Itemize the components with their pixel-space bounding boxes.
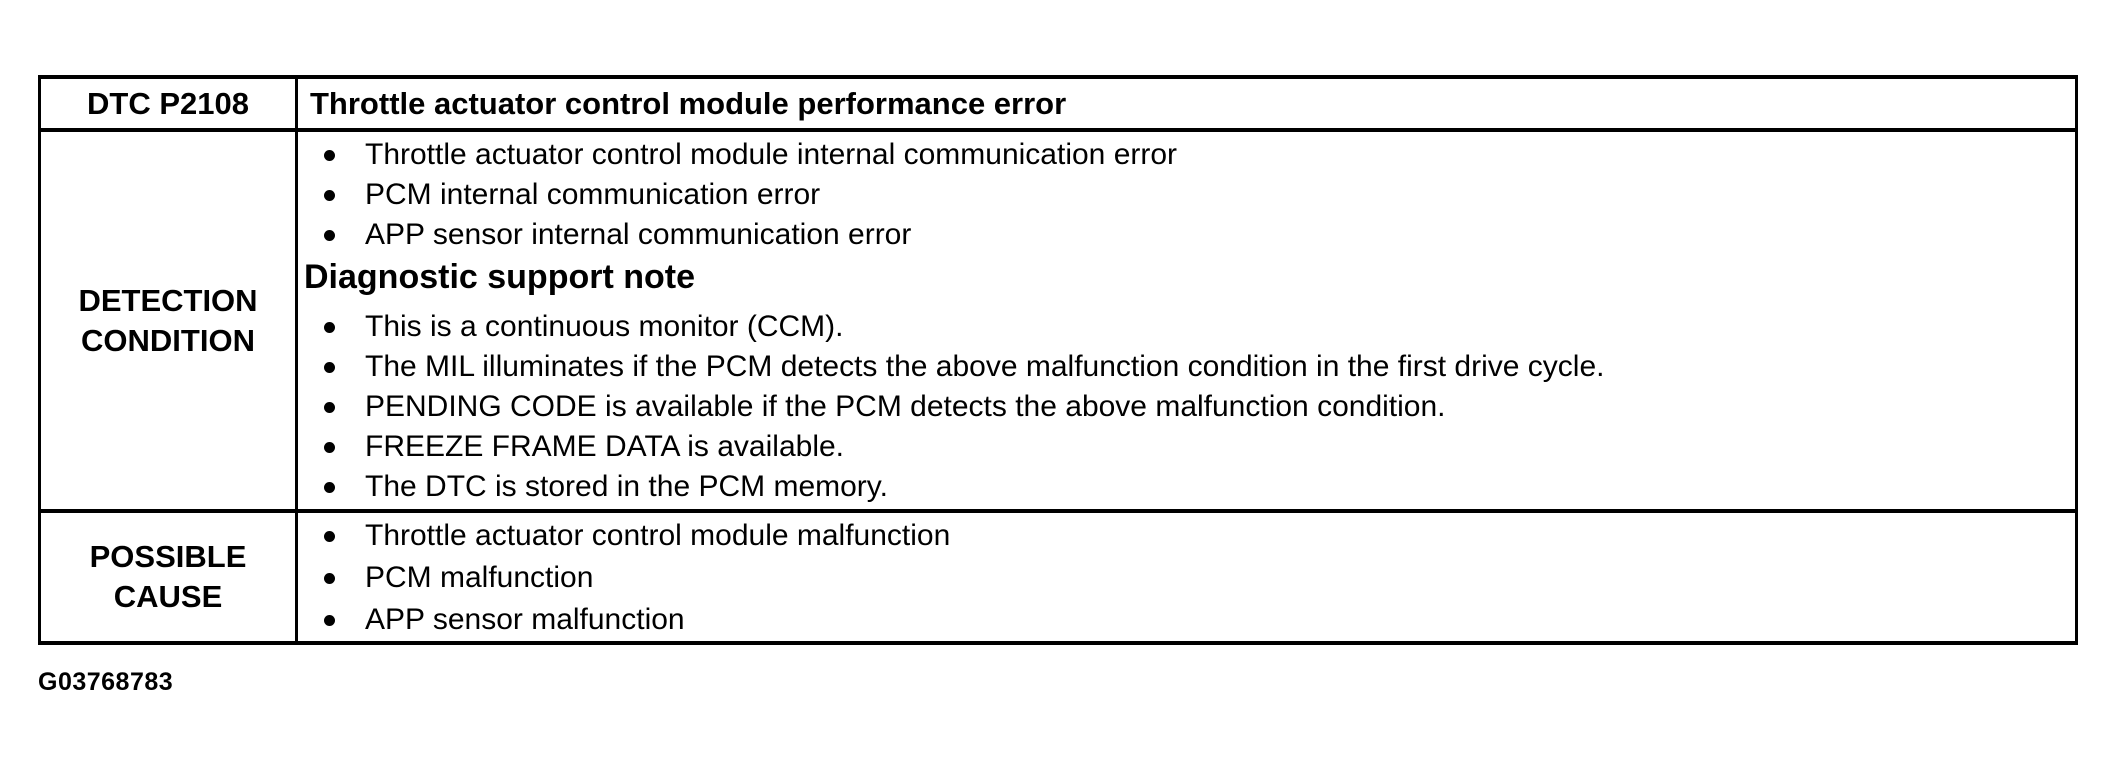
possible-cause-content: Throttle actuator control module malfunc…: [298, 513, 2075, 641]
dtc-title: Throttle actuator control module perform…: [310, 85, 1067, 121]
bullet-item: PCM malfunction: [298, 557, 2075, 599]
bullet-item: This is a continuous monitor (CCM).: [298, 307, 2075, 347]
bullet-item: PENDING CODE is available if the PCM det…: [298, 387, 2075, 427]
possible-cause-row: POSSIBLE CAUSE Throttle actuator control…: [41, 513, 2075, 641]
dtc-title-cell: Throttle actuator control module perform…: [298, 79, 2075, 128]
detection-bullets-top: Throttle actuator control module interna…: [298, 135, 2075, 255]
figure-id: G03768783: [38, 668, 174, 696]
detection-bullets-bottom: This is a continuous monitor (CCM). The …: [298, 307, 2075, 507]
dtc-table: DTC P2108 Throttle actuator control modu…: [38, 75, 2078, 645]
cause-label-line1: POSSIBLE: [89, 539, 247, 574]
bullet-item: FREEZE FRAME DATA is available.: [298, 427, 2075, 467]
diagnostic-support-note-heading: Diagnostic support note: [304, 258, 695, 296]
dtc-header-row: DTC P2108 Throttle actuator control modu…: [41, 79, 2075, 132]
detection-condition-content: Throttle actuator control module interna…: [298, 132, 2075, 509]
bullet-item: The MIL illuminates if the PCM detects t…: [298, 347, 2075, 387]
bullet-item: PCM internal communication error: [298, 175, 2075, 215]
possible-cause-label: POSSIBLE CAUSE: [41, 513, 298, 641]
bullet-item: The DTC is stored in the PCM memory.: [298, 467, 2075, 507]
bullet-item: APP sensor malfunction: [298, 599, 2075, 641]
bullet-item: Throttle actuator control module malfunc…: [298, 515, 2075, 557]
detection-condition-label: DETECTION CONDITION: [41, 132, 298, 509]
detection-label-line1: DETECTION: [78, 282, 258, 318]
cause-label-line2: CAUSE: [113, 579, 223, 614]
bullet-item: Throttle actuator control module interna…: [298, 135, 2075, 175]
bullet-item: APP sensor internal communication error: [298, 215, 2075, 255]
detection-label-line2: CONDITION: [81, 322, 255, 358]
dtc-code: DTC P2108: [87, 86, 249, 121]
possible-cause-bullets: Throttle actuator control module malfunc…: [298, 515, 2075, 641]
detection-condition-row: DETECTION CONDITION Throttle actuator co…: [41, 132, 2075, 513]
dtc-code-cell: DTC P2108: [41, 79, 298, 128]
